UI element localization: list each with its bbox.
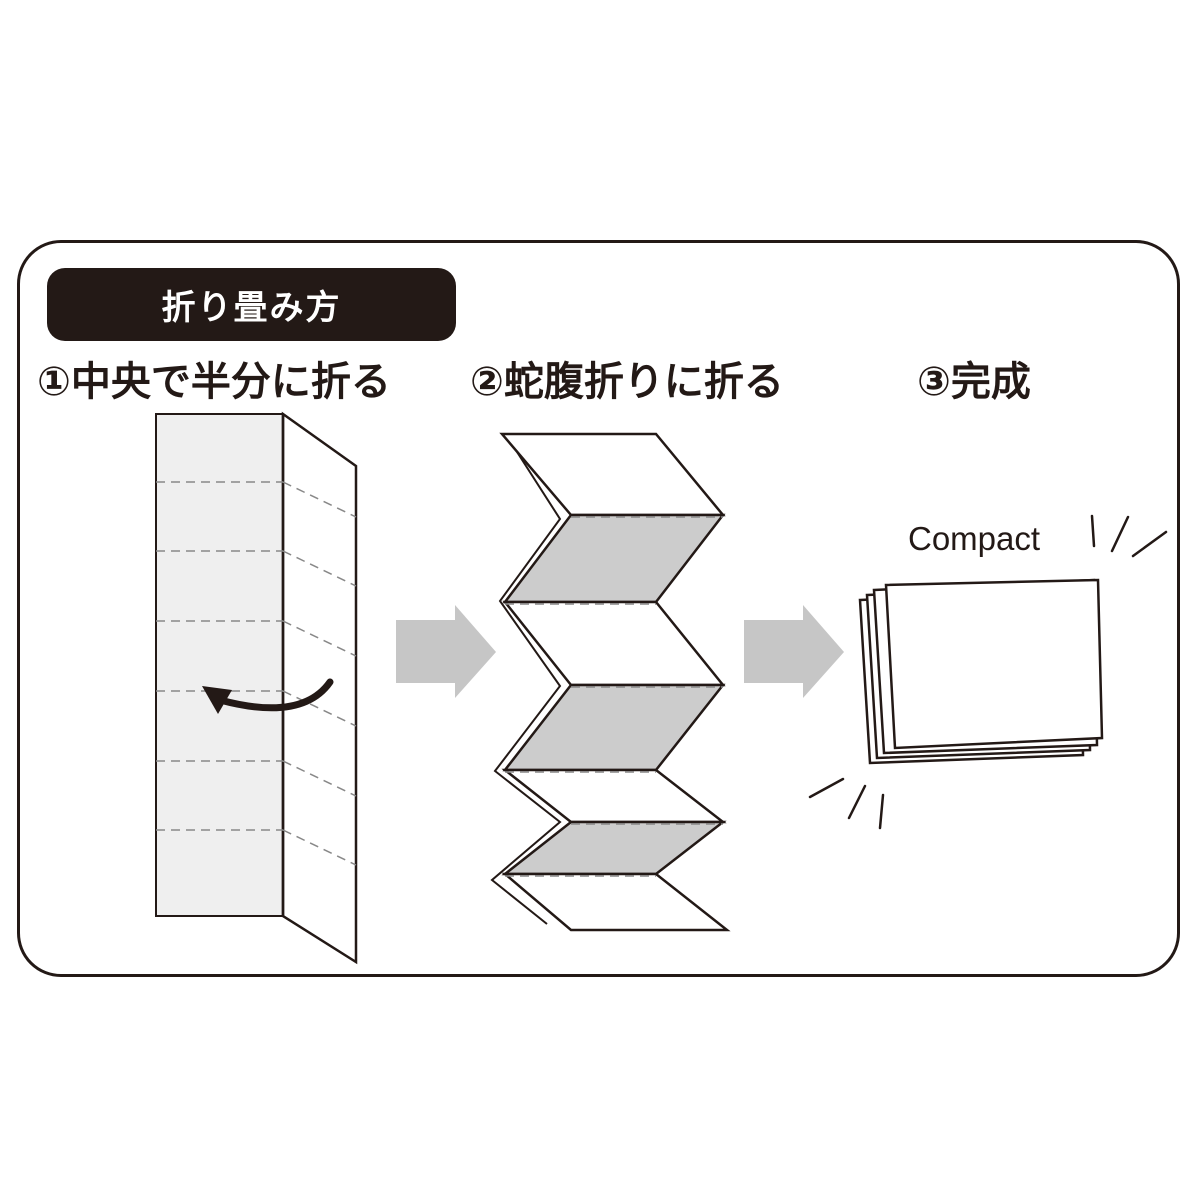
accordion-fold-lines xyxy=(505,516,723,877)
curved-arrow-left-icon xyxy=(202,678,334,714)
accordion-panel-2 xyxy=(502,513,726,604)
step-3-illustration xyxy=(808,514,1168,830)
accordion-panel-4 xyxy=(502,683,726,772)
step-3-label: ③完成 xyxy=(917,359,1031,405)
step-2-illustration xyxy=(490,432,731,932)
step-2-label: ②蛇腹折りに折る xyxy=(470,359,784,405)
accordion-back-edge xyxy=(490,440,562,925)
burst-lines-icon-2 xyxy=(808,777,885,830)
sheet-left-panel xyxy=(155,413,284,917)
compact-label: Compact xyxy=(908,520,1041,557)
accordion-panel-3 xyxy=(502,600,726,687)
burst-lines-icon xyxy=(1090,514,1168,558)
accordion-panel-5 xyxy=(501,768,727,824)
accordion-panel-1 xyxy=(499,432,726,517)
step-1-illustration xyxy=(155,411,358,965)
right-flap-fold-lines xyxy=(282,481,357,866)
accordion-panel-6 xyxy=(501,820,727,876)
stack-sheet-top xyxy=(884,578,1104,750)
accordion-panel-7 xyxy=(501,872,731,932)
heading-pill: 折り畳み方 xyxy=(47,268,456,341)
right-arrow-icon-2 xyxy=(744,605,844,698)
right-arrow-icon xyxy=(396,605,496,698)
step-1-label: ①中央で半分に折る xyxy=(37,359,391,405)
sheet-right-flap xyxy=(281,411,358,965)
